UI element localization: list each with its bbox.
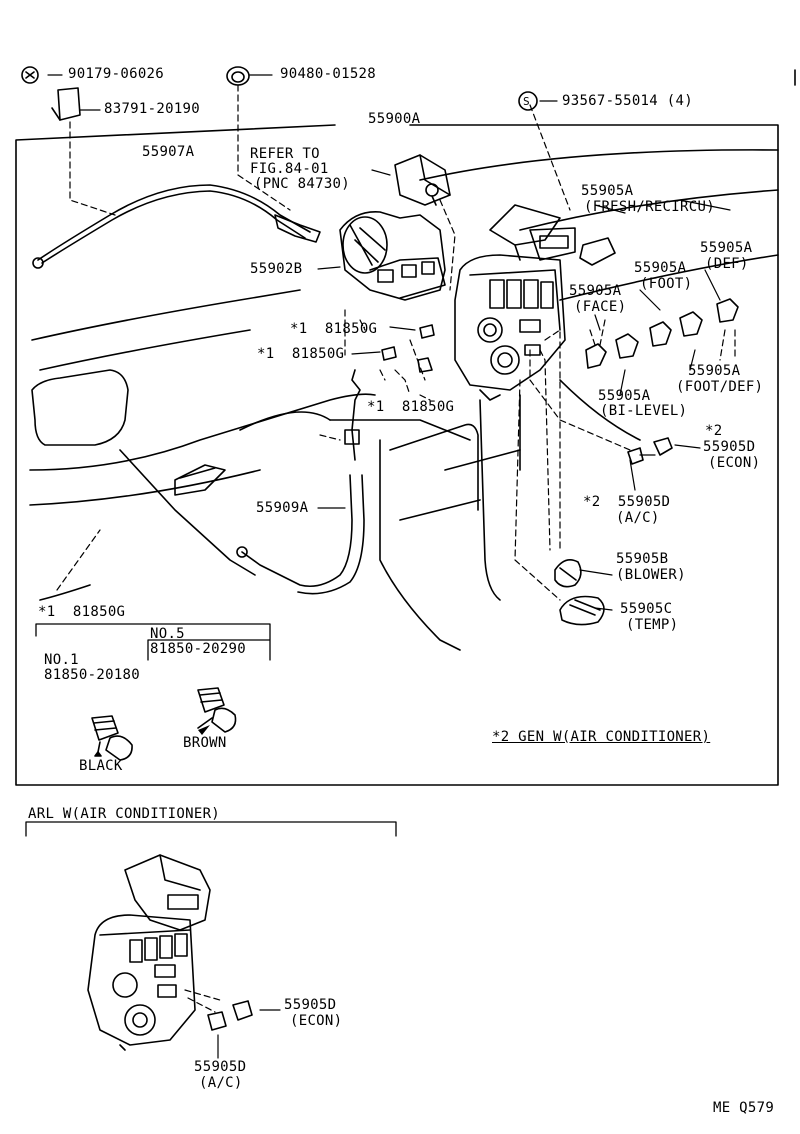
arl-econ-num: 55905D xyxy=(284,997,337,1013)
bulb-label-2: *1 81850G xyxy=(257,346,345,362)
screw-93567 xyxy=(518,91,538,111)
s-mark-label: S xyxy=(523,95,530,108)
no5-label: NO.5 xyxy=(150,626,185,642)
clip-90179 xyxy=(21,66,39,84)
fresh-recircu-name: (FRESH/RECIRCU) xyxy=(584,199,715,215)
harness-55909a xyxy=(236,369,365,595)
arl-econ-button xyxy=(232,1000,253,1021)
part-93567-label: 93567-55014 (4) xyxy=(562,93,693,109)
refer-line3: (PNC 84730) xyxy=(254,176,351,192)
arl-econ-name: (ECON) xyxy=(290,1013,343,1029)
face-button xyxy=(585,343,607,369)
ac-button xyxy=(627,447,644,465)
arl-ac-button xyxy=(207,1011,227,1031)
temp-num: 55905C xyxy=(620,601,673,617)
def-button xyxy=(716,298,739,323)
bulb-no1-black xyxy=(91,715,133,761)
arl-control-head xyxy=(87,854,211,1051)
face-name: (FACE) xyxy=(574,299,627,315)
refer-line2: FIG.84-01 xyxy=(250,161,329,177)
refer-line1: REFER TO xyxy=(250,146,320,162)
button-caps xyxy=(554,237,739,626)
def-num: 55905A xyxy=(700,240,753,256)
leader-lines xyxy=(56,84,736,1013)
part-55902b-label: 55902B xyxy=(250,261,303,277)
foot-num: 55905A xyxy=(634,260,687,276)
bi-level-button xyxy=(615,333,639,359)
part-90480-label: 90480-01528 xyxy=(280,66,377,82)
part-90179-label: 90179-06026 xyxy=(68,66,165,82)
blower-name: (BLOWER) xyxy=(616,567,686,583)
blower-motor-55902b xyxy=(339,211,446,301)
control-head xyxy=(454,204,576,401)
econ-button xyxy=(653,437,673,456)
fresh-recircu-button xyxy=(579,237,616,266)
arl-ac-name: (A/C) xyxy=(199,1075,243,1091)
face-num: 55905A xyxy=(569,283,622,299)
part-55907a-label: 55907A xyxy=(142,144,195,160)
footer-code: ME Q579 xyxy=(713,1100,775,1116)
brown-label: BROWN xyxy=(183,735,227,751)
bi-level-num: 55905A xyxy=(598,388,651,404)
no1-part-label: 81850-20180 xyxy=(44,667,141,683)
black-label: BLACK xyxy=(79,758,123,774)
fresh-recircu-num: 55905A xyxy=(581,183,634,199)
bulb-label-3: *1 81850G xyxy=(367,399,455,415)
def-name: (DEF) xyxy=(705,256,749,272)
bulb-no5-brown xyxy=(197,687,237,733)
bulbs-81850g xyxy=(381,324,435,373)
dashboard-outline xyxy=(29,149,779,651)
temp-name: (TEMP) xyxy=(626,617,679,633)
cable-55907a xyxy=(32,184,321,269)
foot-def-num: 55905A xyxy=(688,363,741,379)
foot-def-name: (FOOT/DEF) xyxy=(676,379,764,395)
servo-motor xyxy=(394,154,451,206)
grommet-90480 xyxy=(226,66,250,86)
bracket-83791 xyxy=(51,87,81,121)
no1-label: NO.1 xyxy=(44,652,79,668)
econ-name: (ECON) xyxy=(708,455,761,471)
foot-def-button xyxy=(679,311,703,337)
arl-title: ARL W(AIR CONDITIONER) xyxy=(28,806,221,822)
blower-knob xyxy=(554,559,582,588)
gen-note: *2 GEN W(AIR CONDITIONER) xyxy=(492,729,711,745)
part-55900a-label: 55900A xyxy=(368,111,421,127)
bi-level-name: (BI-LEVEL) xyxy=(600,403,688,419)
ac-num: *2 55905D xyxy=(583,494,671,510)
arl-bracket xyxy=(25,821,397,837)
main-frame xyxy=(15,124,779,786)
arl-ac-num: 55905D xyxy=(194,1059,247,1075)
part-55909a-label: 55909A xyxy=(256,500,309,516)
foot-button xyxy=(649,321,672,347)
blower-num: 55905B xyxy=(616,551,669,567)
part-83791-label: 83791-20190 xyxy=(104,101,201,117)
ac-name: (A/C) xyxy=(616,510,660,526)
econ-star: *2 xyxy=(705,423,723,439)
no5-part-label: 81850-20290 xyxy=(150,641,247,657)
bulb-group-bracket xyxy=(35,623,271,661)
bulb-group-label: *1 81850G xyxy=(38,604,126,620)
temp-knob xyxy=(559,595,605,626)
bulb-label-1: *1 81850G xyxy=(290,321,378,337)
foot-name: (FOOT) xyxy=(640,276,693,292)
econ-num: 55905D xyxy=(703,439,756,455)
